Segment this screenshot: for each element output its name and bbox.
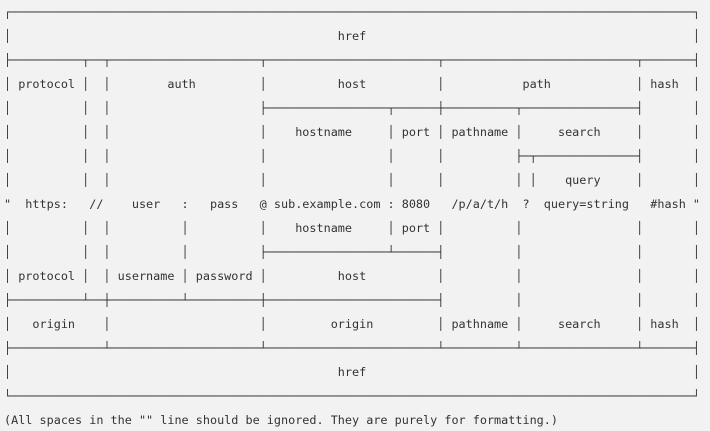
href-row-bottom: │ href │ [4,365,701,379]
origin-divider-row: ├──────────┴──┼──────────┴──────────┼───… [4,293,701,307]
protocol-username-password-host-row: │ protocol │ │ username │ password │ hos… [4,269,701,283]
formatting-note: (All spaces in the "" line should be ign… [4,413,558,427]
host-path-subdivider-row: │ │ │ ├─────────────────┬──────┼────────… [4,101,701,115]
query-row: │ │ │ │ │ │ │ │ query │ │ [4,173,701,187]
example-url-row: " https: // user : pass @ sub.example.co… [4,197,701,211]
section-divider-row: ├──────────┬──┬─────────────────────┬───… [4,53,701,67]
origin-pathname-search-hash-row: │ origin │ │ origin │ pathname │ search … [4,317,701,331]
diagram-border-bottom: └───────────────────────────────────────… [4,389,701,403]
bottom-merge-row: ├─────────────┴─────────────────────┴───… [4,341,701,355]
href-row-top: │ href │ [4,29,701,43]
hostname-port-row-lower: │ │ │ │ │ hostname │ port │ │ │ │ [4,221,701,235]
query-subdivider-row: │ │ │ │ │ │ ├─┬──────────────┤ │ [4,149,701,163]
hostname-port-pathname-search-row: │ │ │ │ hostname │ port │ pathname │ sea… [4,125,701,139]
components-row-top: │ protocol │ │ auth │ host │ path │ hash… [4,77,701,91]
host-merge-row: │ │ │ │ ├─────────────────┴──────┤ │ │ │ [4,245,701,259]
diagram-border-top: ┌───────────────────────────────────────… [4,5,701,19]
